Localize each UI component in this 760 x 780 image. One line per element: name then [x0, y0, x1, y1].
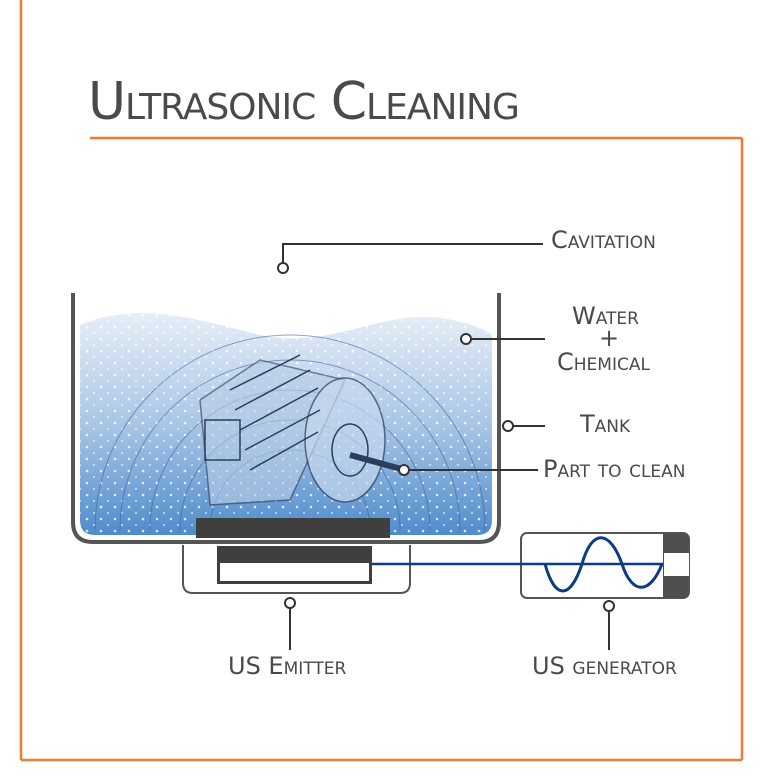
label-plus: +: [599, 324, 620, 352]
label-water: Water: [572, 302, 639, 330]
label-tank: Tank: [580, 410, 631, 438]
label-cavitation: Cavitation: [551, 226, 656, 254]
label-us-emitter: US Emitter: [228, 652, 347, 680]
leader-lines: [277, 243, 615, 650]
us-emitter: [182, 545, 411, 594]
label-part-to-clean: Part to clean: [543, 455, 686, 483]
tank-plate: [196, 518, 390, 538]
label-us-generator: US generator: [532, 652, 677, 680]
label-chemical: Chemical: [557, 348, 650, 376]
us-generator: [372, 532, 690, 599]
motor-part-icon: [199, 354, 406, 506]
page-title: Ultrasonic Cleaning: [88, 72, 520, 132]
tank: [71, 293, 501, 544]
orange-frame: [19, 0, 744, 762]
